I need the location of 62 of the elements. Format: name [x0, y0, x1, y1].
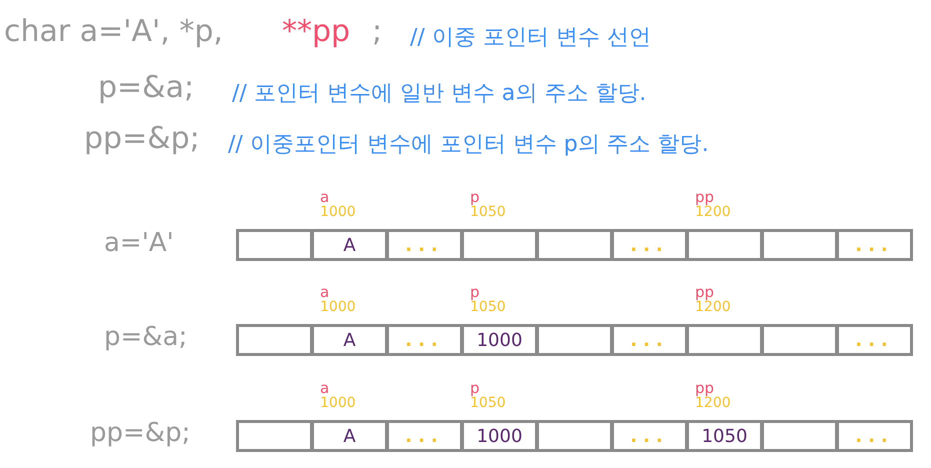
cell-value: A: [343, 330, 356, 350]
memory-address: 1050: [470, 299, 506, 315]
ellipsis-text: ...: [405, 234, 444, 256]
memory-address: 1200: [695, 299, 731, 315]
code-line: pp=&p;: [84, 121, 200, 156]
variable-name: pp: [695, 379, 714, 397]
memory-address: 1000: [320, 299, 356, 315]
row-label: p=&a;: [104, 322, 188, 352]
variable-name: p: [470, 188, 480, 206]
ellipsis-text: ...: [405, 330, 444, 350]
memory-cell: [386, 420, 463, 452]
ellipsis-text: ...: [855, 330, 894, 350]
memory-cell: [536, 420, 613, 452]
ellipsis-text: ...: [630, 426, 669, 446]
variable-name: a: [320, 283, 330, 301]
memory-address: 1200: [695, 204, 731, 220]
variable-name: pp: [695, 283, 714, 301]
memory-cell: [836, 324, 913, 356]
code-comment: // 이중 포인터 변수 선언: [410, 24, 651, 52]
code-comment: // 이중포인터 변수에 포인터 변수 p의 주소 할당.: [228, 131, 709, 159]
memory-cell: [611, 420, 688, 452]
memory-cell: [836, 229, 913, 261]
variable-name: p: [470, 283, 480, 301]
ellipsis-text: ...: [855, 426, 894, 446]
memory-cell: [611, 229, 688, 261]
cell-value: 1000: [476, 426, 522, 446]
cell-value: A: [343, 234, 356, 256]
code-line: ;: [372, 14, 382, 49]
memory-cell: [386, 324, 463, 356]
memory-cell: [611, 324, 688, 356]
variable-name: a: [320, 188, 330, 206]
row-label: pp=&p;: [90, 418, 190, 448]
memory-cell: [536, 229, 613, 261]
memory-address: 1050: [470, 204, 506, 220]
variable-name: a: [320, 379, 330, 397]
memory-address: 1050: [470, 395, 506, 411]
variable-name: p: [470, 379, 480, 397]
memory-cell: [761, 324, 838, 356]
memory-address: 1000: [320, 204, 356, 220]
memory-address: 1000: [320, 395, 356, 411]
code-line: char a='A', *p,: [4, 14, 223, 49]
code-line: p=&a;: [98, 70, 194, 105]
memory-cell: [236, 229, 313, 261]
ellipsis-text: ...: [405, 426, 444, 446]
memory-cell: [761, 229, 838, 261]
cell-value: A: [343, 426, 356, 446]
ellipsis-text: ...: [630, 234, 669, 256]
memory-cell: [536, 324, 613, 356]
memory-address: 1200: [695, 395, 731, 411]
memory-cell: [761, 420, 838, 452]
code-comment: // 포인터 변수에 일반 변수 a의 주소 할당.: [232, 80, 646, 108]
row-label: a='A': [104, 228, 174, 258]
memory-cell: [386, 229, 463, 261]
ellipsis-text: ...: [630, 330, 669, 350]
variable-name: pp: [695, 188, 714, 206]
cell-value: 1050: [702, 426, 748, 446]
memory-cell: [236, 324, 313, 356]
memory-cell: [236, 420, 313, 452]
memory-cell: [836, 420, 913, 452]
code-line: **pp: [282, 14, 350, 49]
cell-value: 1000: [476, 330, 522, 350]
ellipsis-text: ...: [855, 234, 894, 256]
